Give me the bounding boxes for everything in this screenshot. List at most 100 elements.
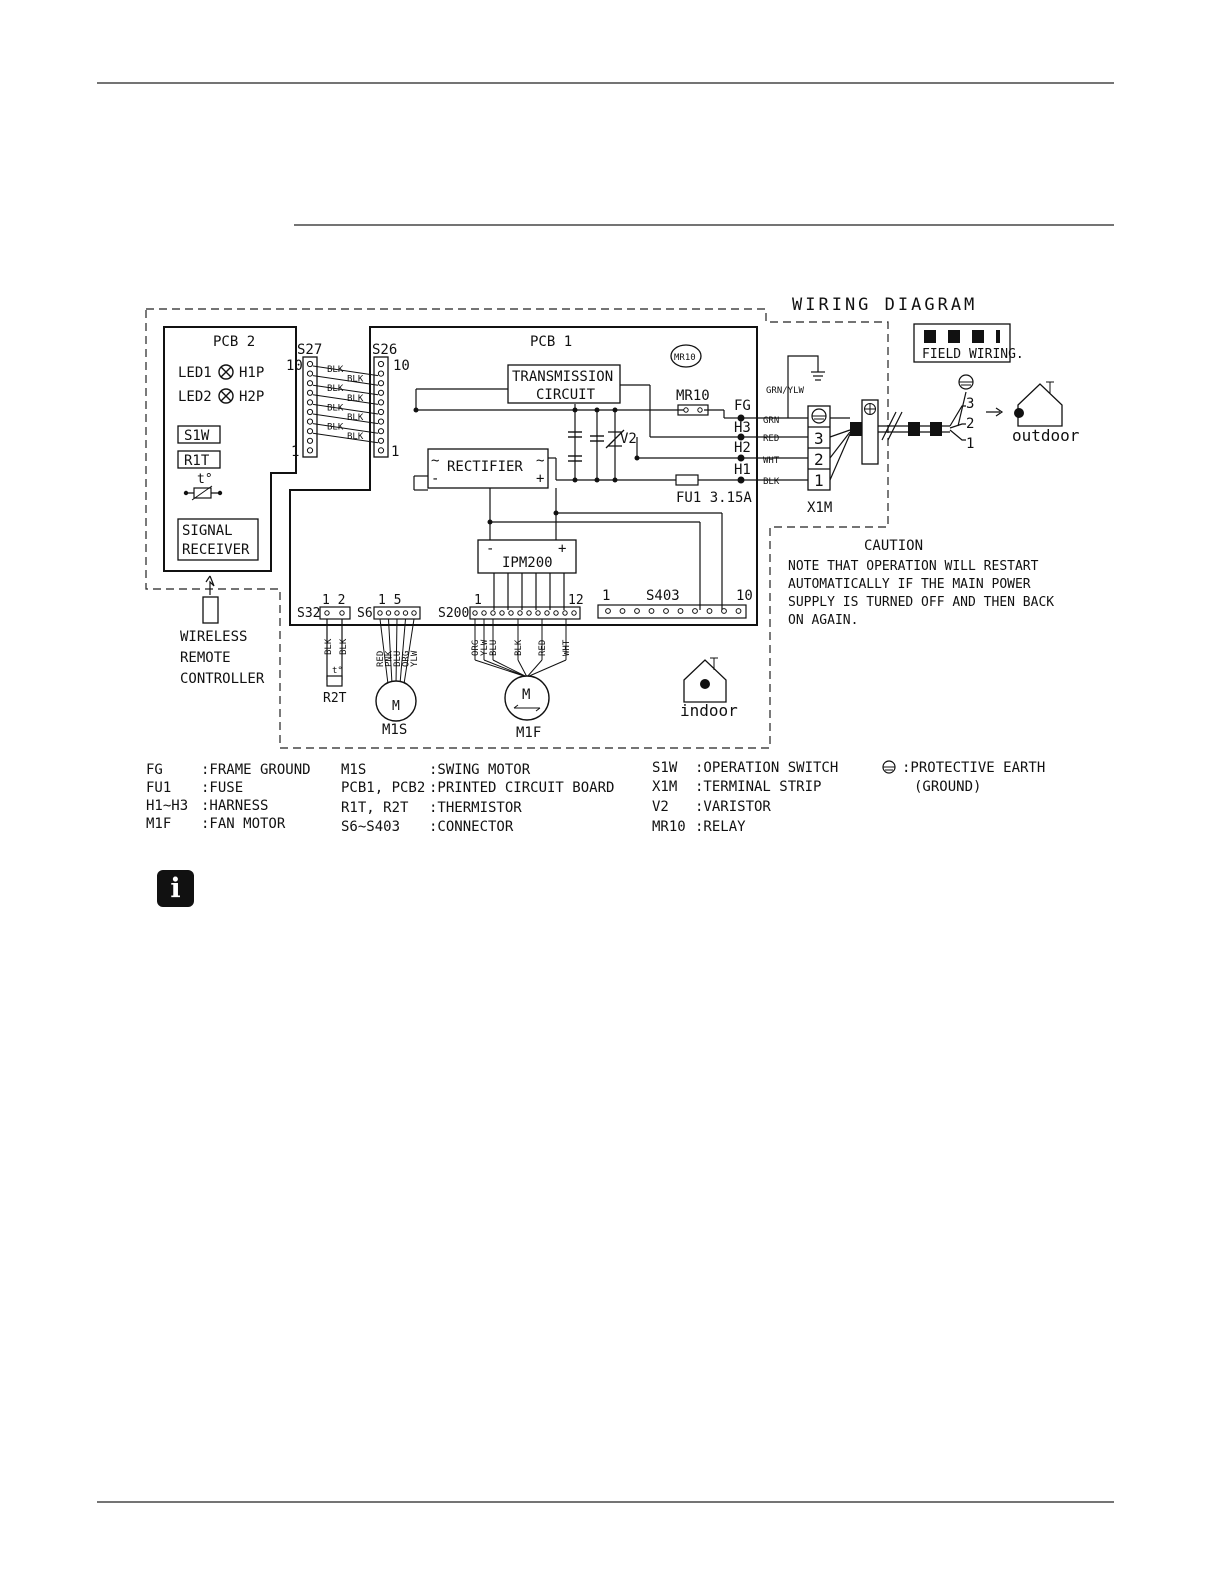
s27-pin: [306, 360, 314, 368]
h1-label: H1: [734, 462, 751, 478]
s200-pin: [472, 610, 478, 616]
fu1-label: FU1 3.15A: [676, 490, 752, 506]
legend-earth-1: :PROTECTIVE EARTH: [902, 760, 1045, 776]
s200-pin: [490, 610, 496, 616]
s403-pin: [648, 608, 655, 614]
outdoor-label: outdoor: [1012, 426, 1080, 445]
s6-pin: [377, 610, 383, 616]
s1w-label: S1W: [184, 428, 210, 444]
r1t-box: [177, 450, 221, 469]
m1f-wire: [526, 659, 567, 678]
led1-label: LED1: [178, 365, 212, 381]
outdoor-earth-icon: [958, 374, 974, 390]
field-wiring-label: FIELD WIRING.: [922, 347, 1024, 362]
legend-desc: :FUSE: [201, 780, 243, 796]
blk-wire: [312, 365, 379, 377]
s6-pin: [394, 610, 400, 616]
s26-pin: [377, 408, 385, 416]
m1s-label: M1S: [382, 722, 407, 738]
legend-col1: FG :FRAME GROUND FU1 :FUSE H1~H3 :HARNES…: [146, 762, 311, 832]
r1t-t-symbol: t°: [197, 472, 213, 487]
capacitor-icon: [568, 431, 604, 462]
legend-key: M1S: [341, 762, 366, 778]
thermistor-icon: [183, 485, 223, 501]
led1-lamp-icon: [218, 364, 234, 380]
s403-pin: [605, 608, 611, 614]
legend-desc: :HARNESS: [201, 798, 268, 814]
legend-key: V2: [652, 799, 669, 815]
legend-desc: :FAN MOTOR: [201, 816, 286, 832]
s200-pin: [562, 610, 568, 616]
blk-wire-label: BLK: [327, 384, 344, 394]
h3-label: H3: [734, 420, 751, 436]
m1f-wire: [517, 659, 528, 678]
signal-receiver-line1: SIGNAL: [182, 523, 233, 539]
s26-pin: [377, 428, 385, 435]
s26-label: S26: [372, 342, 397, 358]
wireless-remote-icon: [202, 596, 219, 624]
s403-connector: [597, 604, 747, 619]
m1f-arrow-icon: [513, 704, 541, 712]
transmission-line2: CIRCUIT: [536, 387, 596, 403]
r1t-label: R1T: [184, 453, 210, 469]
field-cable-marker: [850, 422, 862, 436]
blk-wire-label: BLK: [327, 423, 344, 433]
mr10-badge: [670, 344, 702, 368]
legend: FG :FRAME GROUND FU1 :FUSE H1~H3 :HARNES…: [146, 760, 1045, 835]
remote-line2: REMOTE: [180, 650, 231, 666]
h2p-label: H2P: [239, 389, 264, 405]
outdoor-house-icon: [1014, 381, 1063, 427]
s27-pin: [306, 437, 314, 444]
outdoor-terminal-3: 3: [966, 396, 974, 412]
pcb2-board: [163, 326, 297, 572]
s26-pin: [377, 418, 385, 425]
s27-pin-top: 10: [286, 358, 303, 374]
ground-clamp-earth-icon: [864, 403, 876, 415]
m1s-wire: [388, 618, 393, 685]
signal-arrow-icon: [205, 575, 215, 595]
s403-pin: [735, 608, 742, 614]
blk-wire: [312, 394, 379, 405]
ipm-plus: +: [558, 541, 566, 557]
s200-pin: [535, 610, 541, 616]
fg-label: FG: [734, 398, 751, 414]
s26-pin: [377, 389, 385, 396]
s200-pin: [526, 610, 532, 616]
s27-label: S27: [297, 342, 322, 358]
transmission-circuit-box: [507, 364, 621, 404]
s200-pin: [508, 610, 514, 616]
legend-col2: M1S :SWING MOTOR PCB1, PCB2 :PRINTED CIR…: [341, 762, 614, 835]
s403-pin: [706, 608, 713, 614]
grn-ylw-label: GRN/YLW: [766, 386, 805, 396]
legend-desc: :OPERATION SWITCH: [695, 760, 838, 776]
s403-pin-left: 1: [602, 588, 610, 604]
legend-key: H1~H3: [146, 798, 188, 814]
s403-label: S403: [646, 588, 680, 604]
mr10-label: MR10: [676, 388, 710, 404]
s32-pin: [324, 610, 330, 616]
s27-pin: [306, 408, 314, 416]
signal-receiver-line2: RECEIVER: [182, 542, 250, 558]
junction-dots: [413, 407, 640, 525]
rectifier-minus: -: [431, 471, 439, 487]
transmission-line1: TRANSMISSION: [512, 369, 613, 385]
s403-pin: [663, 608, 669, 614]
m1f-wire-label: WHT: [562, 639, 572, 656]
m1s-wire-label: PNK: [385, 650, 395, 667]
r2t-wiring: [326, 619, 343, 680]
legend-key: R1T, R2T: [341, 800, 409, 816]
red-label: RED: [763, 434, 779, 444]
legend-key: X1M: [652, 779, 677, 795]
outdoor-terminal-2: 2: [966, 416, 974, 432]
blk-wire-label: BLK: [347, 375, 364, 385]
blk-label: BLK: [763, 477, 780, 487]
r2t-wire1: BLK: [324, 638, 334, 655]
m1f-wire-label: BLU: [489, 640, 499, 656]
s403-pin-right: 10: [736, 588, 753, 604]
protective-earth-icon: [882, 760, 896, 774]
m1f-wire: [526, 659, 543, 678]
legend-key: FG: [146, 762, 163, 778]
m1s-motor-icon: [375, 680, 417, 722]
